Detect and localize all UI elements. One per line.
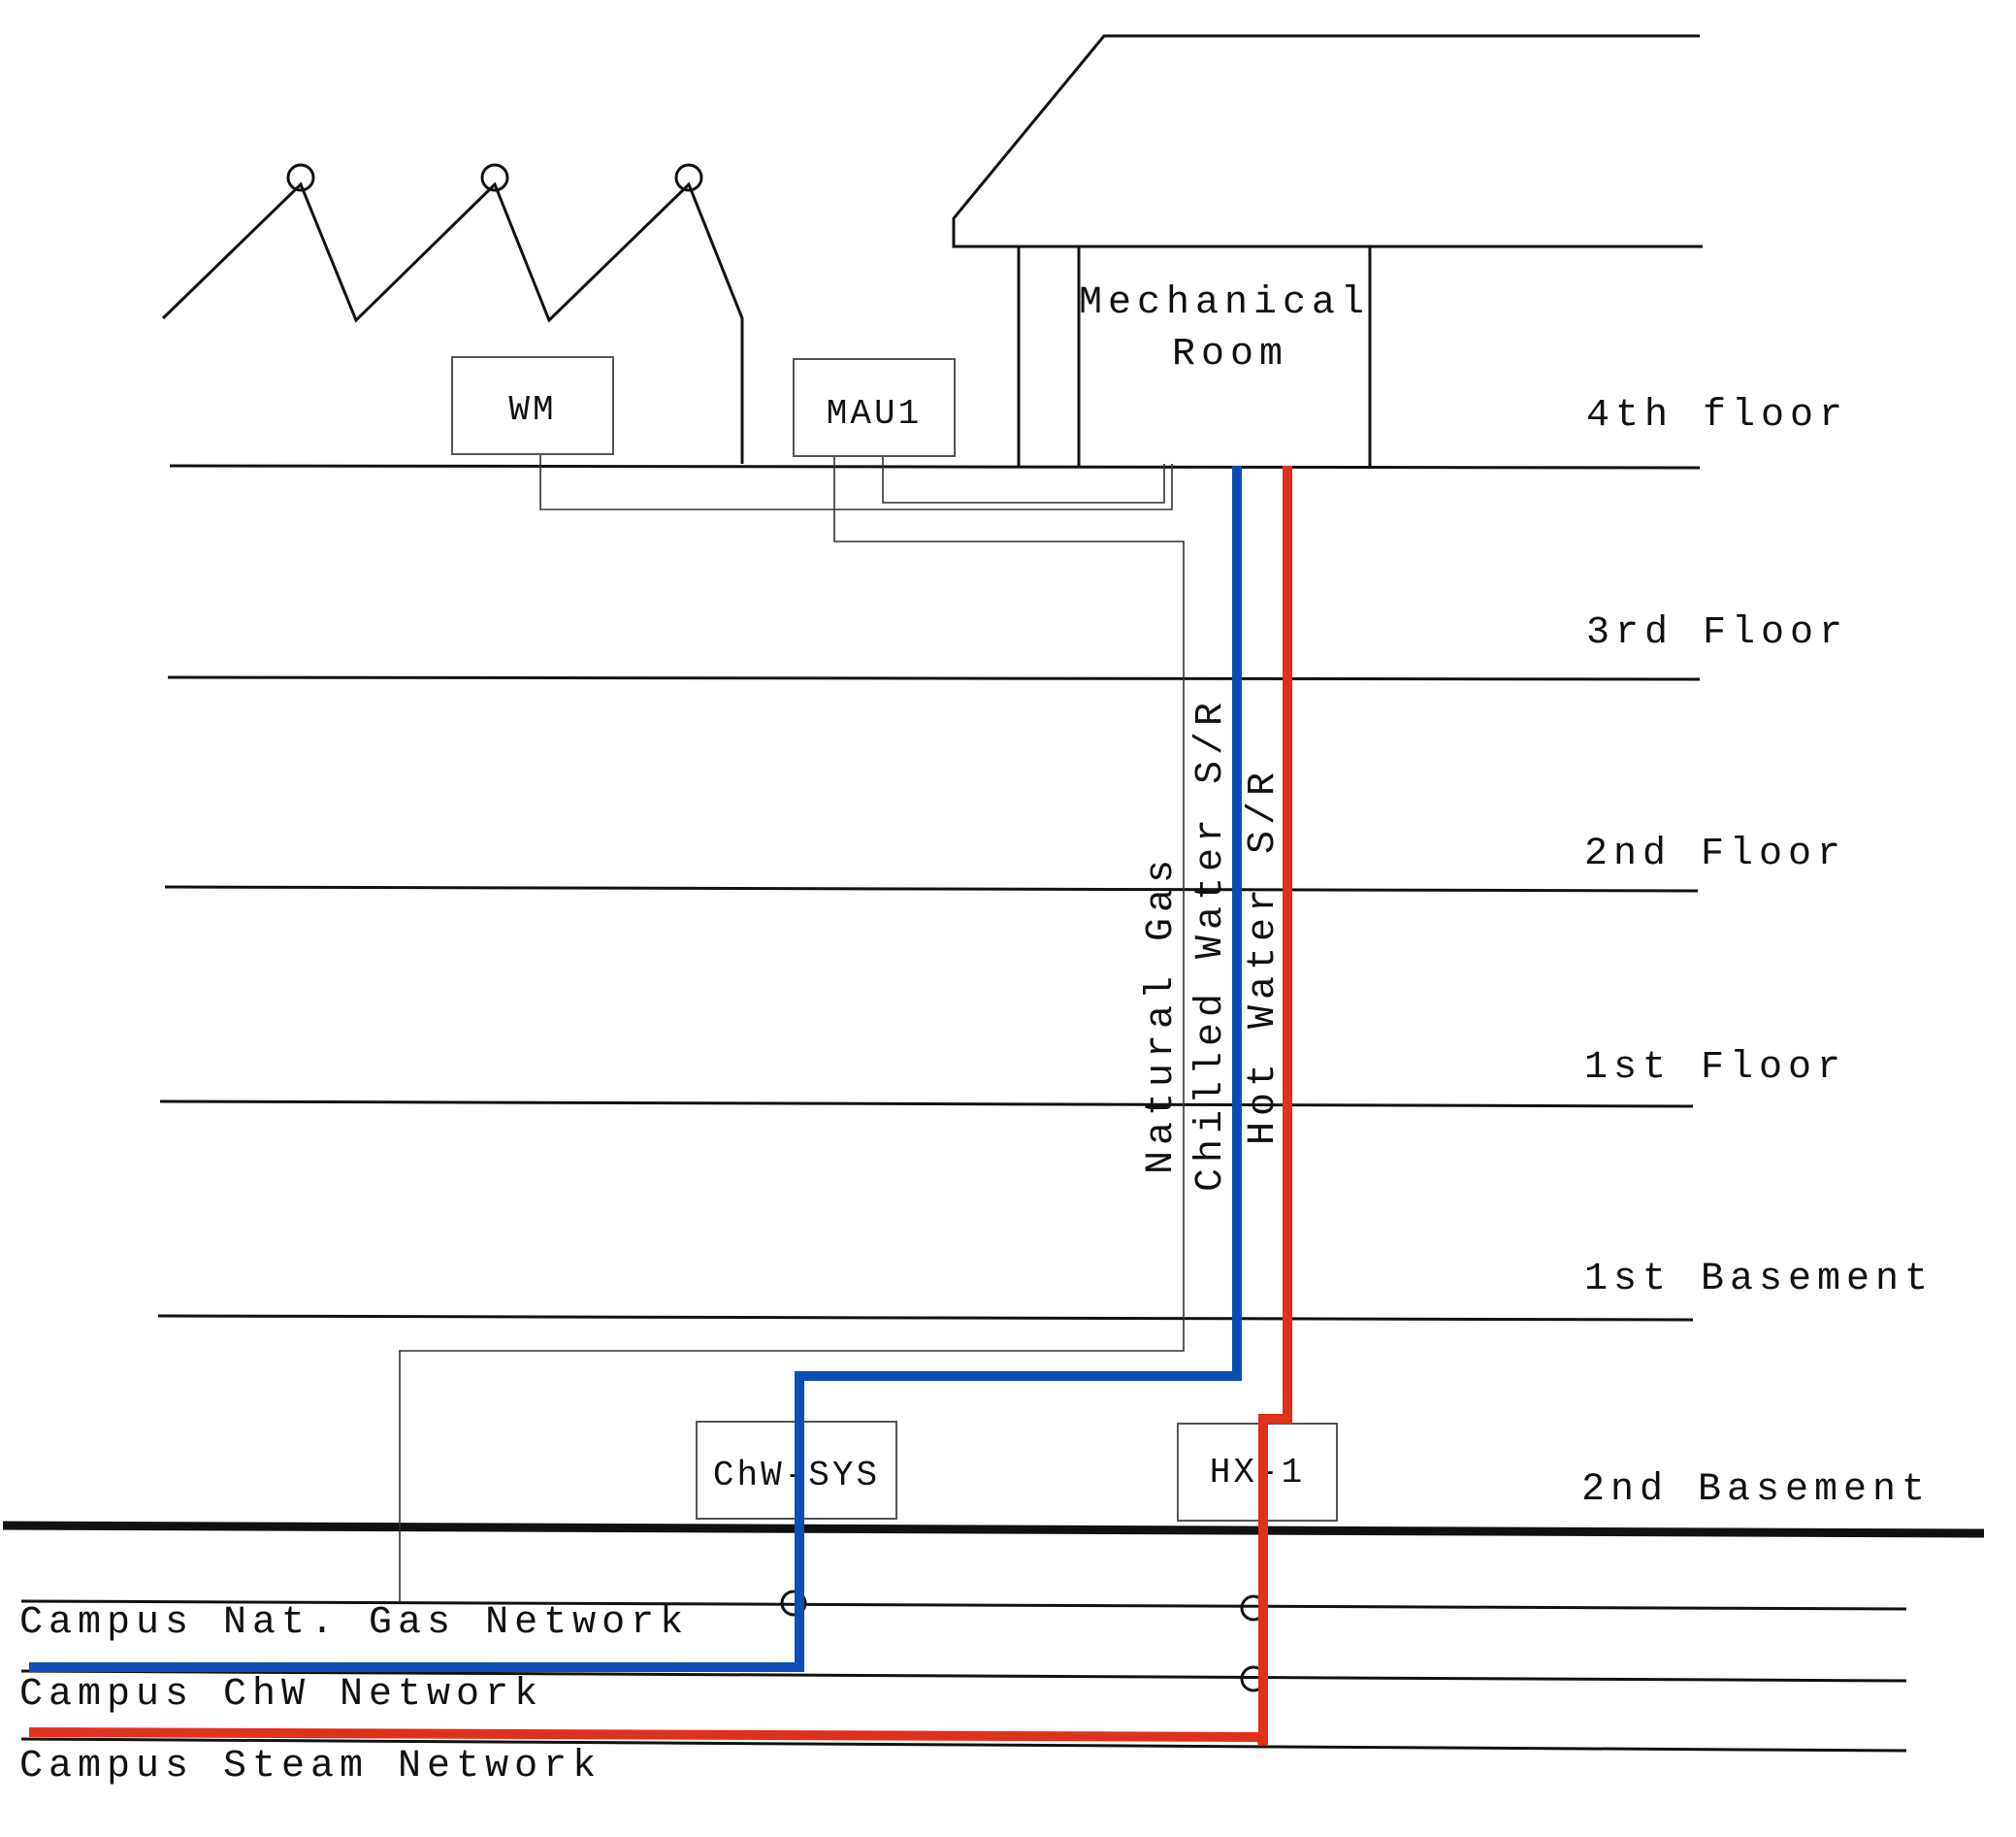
sawtooth-roof (161, 181, 744, 464)
floor-label-2nd-basement: 2nd Basement (1581, 1468, 1931, 1512)
natural-gas-riser-label: Natural Gas (1140, 854, 1184, 1174)
steam-hot-water-pipe (28, 466, 1292, 1747)
wm-label: WM (508, 390, 556, 430)
floor-label-4th: 4th floor (1586, 394, 1848, 438)
mau1-label: MAU1 (827, 394, 922, 434)
ground-line (2, 1521, 1985, 1538)
campus-gas-network-label: Campus Nat. Gas Network (19, 1601, 689, 1645)
chilled-water-pipe (29, 466, 1242, 1672)
floor-label-3rd: 3rd Floor (1586, 611, 1848, 655)
floor-label-1st-basement: 1st Basement (1584, 1258, 1934, 1301)
mau-gas-connection (882, 456, 1165, 504)
mau1-unit (793, 358, 956, 457)
campus-steam-network-label: Campus Steam Network (19, 1745, 602, 1788)
skylight-vent (480, 163, 509, 192)
mechanical-room-label-line2: Room (1172, 333, 1288, 377)
natural-gas-riser (399, 456, 1185, 1601)
chilled-water-riser-label: Chilled Water S/R (1189, 697, 1233, 1192)
hot-water-riser-label: Hot Water S/R (1242, 767, 1285, 1145)
wm-gas-connection (539, 454, 1173, 510)
floor-label-1st: 1st Floor (1584, 1046, 1846, 1090)
floor-label-2nd: 2nd Floor (1584, 833, 1846, 876)
floor-line-3rd (167, 675, 1701, 681)
wm-unit (451, 356, 614, 455)
floor-line-1st-basement (157, 1314, 1694, 1322)
gas-tap-valve-icon (780, 1590, 807, 1617)
campus-chw-network-label: Campus ChW Network (19, 1673, 543, 1717)
campus-gas-network-line (20, 1599, 1907, 1611)
mechanical-room-label-line1: Mechanical (1079, 281, 1370, 325)
floor-line-1st (159, 1099, 1694, 1108)
campus-steam-network-line (20, 1737, 1907, 1753)
skylight-vent (674, 163, 703, 192)
penthouse-roof (952, 34, 1703, 248)
hx1-unit (1177, 1423, 1338, 1522)
hx1-label: HX-1 (1210, 1453, 1305, 1493)
campus-chw-network-line (20, 1669, 1907, 1683)
floor-line-2nd (164, 885, 1699, 893)
floor-line-4th (169, 464, 1701, 470)
skylight-vent (286, 163, 315, 192)
